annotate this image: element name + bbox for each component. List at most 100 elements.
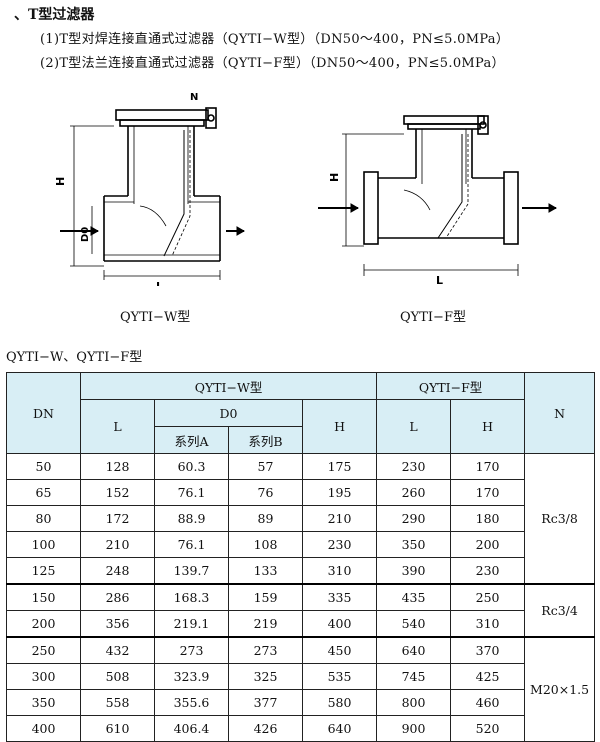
w-label-d0: D0 (80, 227, 91, 242)
header-group-w: QYTI−W型 (79, 372, 378, 400)
cell: 745 (376, 663, 452, 690)
cell: 356 (80, 610, 155, 638)
cell: 300 (6, 663, 81, 690)
cell: 76.1 (154, 531, 229, 558)
cell: 406.4 (154, 715, 229, 742)
table-row: 200 356 219.1 219 400 540 310 (6, 610, 595, 638)
cell: 310 (301, 557, 378, 585)
cell-n: Rc3/4 (524, 583, 596, 638)
header-series-b: 系列B (228, 426, 303, 454)
cell: 172 (80, 505, 155, 532)
table-row: 400 610 406.4 426 640 900 520 (6, 715, 595, 742)
cell: 150 (6, 583, 81, 611)
cell: 139.7 (154, 557, 229, 585)
cell: 219.1 (154, 610, 229, 638)
cell: 80 (6, 505, 81, 532)
cell-n: M20×1.5 (524, 636, 596, 742)
cell: 210 (301, 505, 378, 532)
table-row: 350 558 355.6 377 580 800 460 (6, 689, 595, 716)
table-row: 125 248 139.7 133 310 390 230 (6, 557, 595, 585)
cell: 230 (376, 453, 452, 480)
cell: 210 (80, 531, 155, 558)
table-row: 100 210 76.1 108 230 350 200 (6, 531, 595, 558)
header-l-w: L (80, 399, 155, 454)
qyti-w-drawing: H D0 L N (54, 92, 246, 286)
cell: 290 (376, 505, 452, 532)
cell: 540 (376, 610, 452, 638)
cell: 125 (6, 557, 81, 585)
cell: 133 (228, 557, 303, 585)
table-row: 65 152 76.1 76 195 260 170 (6, 479, 595, 506)
spec-line-f: (2)T型法兰连接直通式过滤器（QYTI−F型）（DN50～400，PN≤5.0… (40, 56, 505, 71)
cell: 286 (80, 583, 155, 611)
cell: 450 (301, 636, 378, 664)
page-title: 、T型过滤器 (14, 7, 95, 23)
cell: 260 (376, 479, 452, 506)
cell: 230 (450, 557, 526, 585)
cell: 159 (228, 583, 303, 611)
cell: 355.6 (154, 689, 229, 716)
header-series-a: 系列A (154, 426, 229, 454)
cell: 200 (6, 610, 81, 638)
spec-line-w: (1)T型对焊连接直通式过滤器（QYTI−W型）（DN50～400，PN≤5.0… (40, 32, 510, 47)
cell: 435 (376, 583, 452, 611)
cell: 168.3 (154, 583, 229, 611)
cell: 535 (301, 663, 378, 690)
cell: 180 (450, 505, 526, 532)
cell: 100 (6, 531, 81, 558)
cell: 350 (376, 531, 452, 558)
cell: 170 (450, 453, 526, 480)
cell: 425 (450, 663, 526, 690)
w-label-h: H (54, 177, 67, 186)
table-row: 50 128 60.3 57 175 230 170 Rc3/8 (6, 453, 596, 585)
cell: 250 (6, 636, 81, 664)
cell: 335 (301, 583, 378, 611)
cell: 152 (80, 479, 155, 506)
cell: 508 (80, 663, 155, 690)
cell: 310 (450, 610, 526, 638)
cell: 200 (450, 531, 526, 558)
cell: 370 (450, 636, 526, 664)
cell: 248 (80, 557, 155, 585)
cell: 76 (228, 479, 303, 506)
cell: 230 (301, 531, 378, 558)
cell: 350 (6, 689, 81, 716)
spec-table: DN QYTI−W型 QYTI−F型 N L D0 H L H 系列A 系列B … (6, 372, 596, 742)
table-row: 150 286 168.3 159 335 435 250 Rc3/4 (6, 583, 596, 638)
cell: 128 (80, 453, 155, 480)
w-label-n: N (190, 92, 198, 103)
table-row: 80 172 88.9 89 210 290 180 (6, 505, 595, 532)
cell-n: Rc3/8 (524, 453, 596, 585)
cell: 558 (80, 689, 155, 716)
cell: 800 (376, 689, 452, 716)
cell: 520 (450, 715, 526, 742)
cell: 60.3 (154, 453, 229, 480)
header-h-f: H (450, 399, 526, 454)
header-group-f: QYTI−F型 (376, 372, 526, 400)
cell: 57 (228, 453, 303, 480)
cell: 65 (6, 479, 81, 506)
header-dn: DN (6, 372, 81, 454)
cell: 273 (154, 636, 229, 664)
cell: 88.9 (154, 505, 229, 532)
cell: 250 (450, 583, 526, 611)
table-title: QYTI−W、QYTI−F型 (6, 350, 143, 365)
cell: 273 (228, 636, 303, 664)
cell: 580 (301, 689, 378, 716)
w-label-l: L (156, 280, 163, 286)
caption-qyti-w: QYTI−W型 (120, 310, 191, 325)
cell: 323.9 (154, 663, 229, 690)
f-label-h: H (328, 173, 341, 182)
cell: 170 (450, 479, 526, 506)
cell: 325 (228, 663, 303, 690)
cell: 400 (6, 715, 81, 742)
cell: 76.1 (154, 479, 229, 506)
header-l-f: L (376, 399, 452, 454)
cell: 460 (450, 689, 526, 716)
qyti-f-drawing: H L (318, 115, 558, 286)
cell: 175 (301, 453, 378, 480)
cell: 426 (228, 715, 303, 742)
cell: 432 (80, 636, 155, 664)
caption-qyti-f: QYTI−F型 (400, 310, 466, 325)
cell: 400 (301, 610, 378, 638)
